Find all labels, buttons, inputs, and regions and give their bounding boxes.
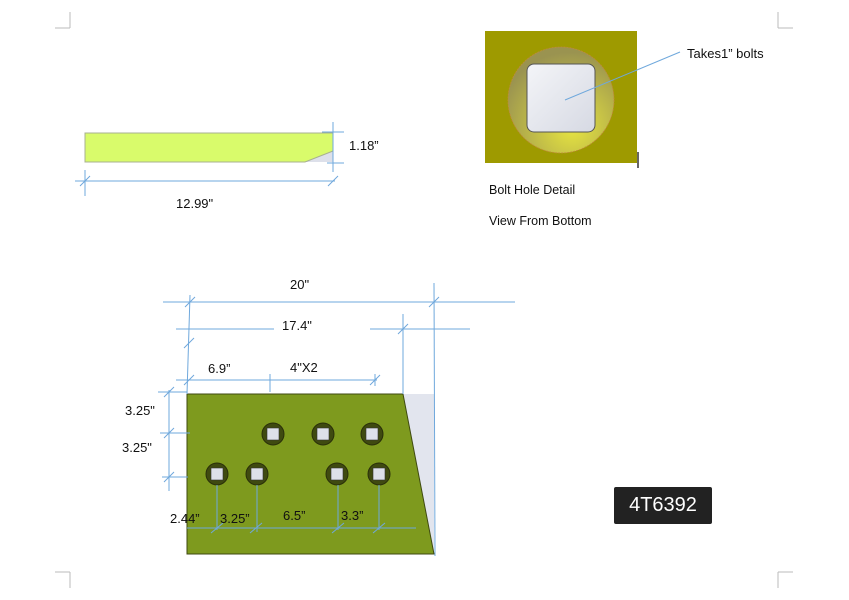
square-bolt-hole: [526, 63, 596, 133]
dimension-lines: [158, 282, 515, 557]
page-corner-marks: [55, 12, 793, 588]
bolt-hole: [261, 422, 285, 446]
part-number-label: 4T6392: [614, 487, 712, 524]
bolt-hole: [325, 462, 349, 486]
bottom-label: 2.44”: [170, 511, 200, 526]
callout-line: [564, 51, 681, 101]
bolt-hole: [245, 462, 269, 486]
total-width-label: 20": [290, 277, 309, 292]
length-label: 12.99": [176, 196, 214, 211]
plate-view: 20" 17.4" 6.9” 4"X2 3.25" 3.25" 2.44” 3.…: [122, 277, 515, 557]
side-bar: [84, 132, 334, 163]
bolt-callout: Takes1” bolts: [687, 46, 764, 61]
bottom-label: 3.25”: [220, 511, 250, 526]
side-view: 1.18” 12.99": [75, 122, 379, 211]
bolt-hole: [311, 422, 335, 446]
thickness-label: 1.18”: [349, 138, 379, 153]
bolt-hole: [360, 422, 384, 446]
bolt-hole-detail: Takes1” bolts Bolt Hole Detail View From…: [485, 31, 764, 228]
row-1-label: 3.25": [125, 403, 155, 418]
row-2-label: 3.25": [122, 440, 152, 455]
bolt-hole: [205, 462, 229, 486]
bolt-holes: [205, 422, 391, 486]
offset-label: 6.9”: [208, 361, 230, 376]
top-width-label: 17.4": [282, 318, 312, 333]
caption-bolt-hole-detail: Bolt Hole Detail: [489, 183, 575, 197]
bottom-label: 3.3”: [341, 508, 363, 523]
caption-view-from-bottom: View From Bottom: [489, 214, 592, 228]
bolt-hole: [367, 462, 391, 486]
spacing-label: 4"X2: [290, 360, 318, 375]
bottom-label: 6.5”: [283, 508, 305, 523]
